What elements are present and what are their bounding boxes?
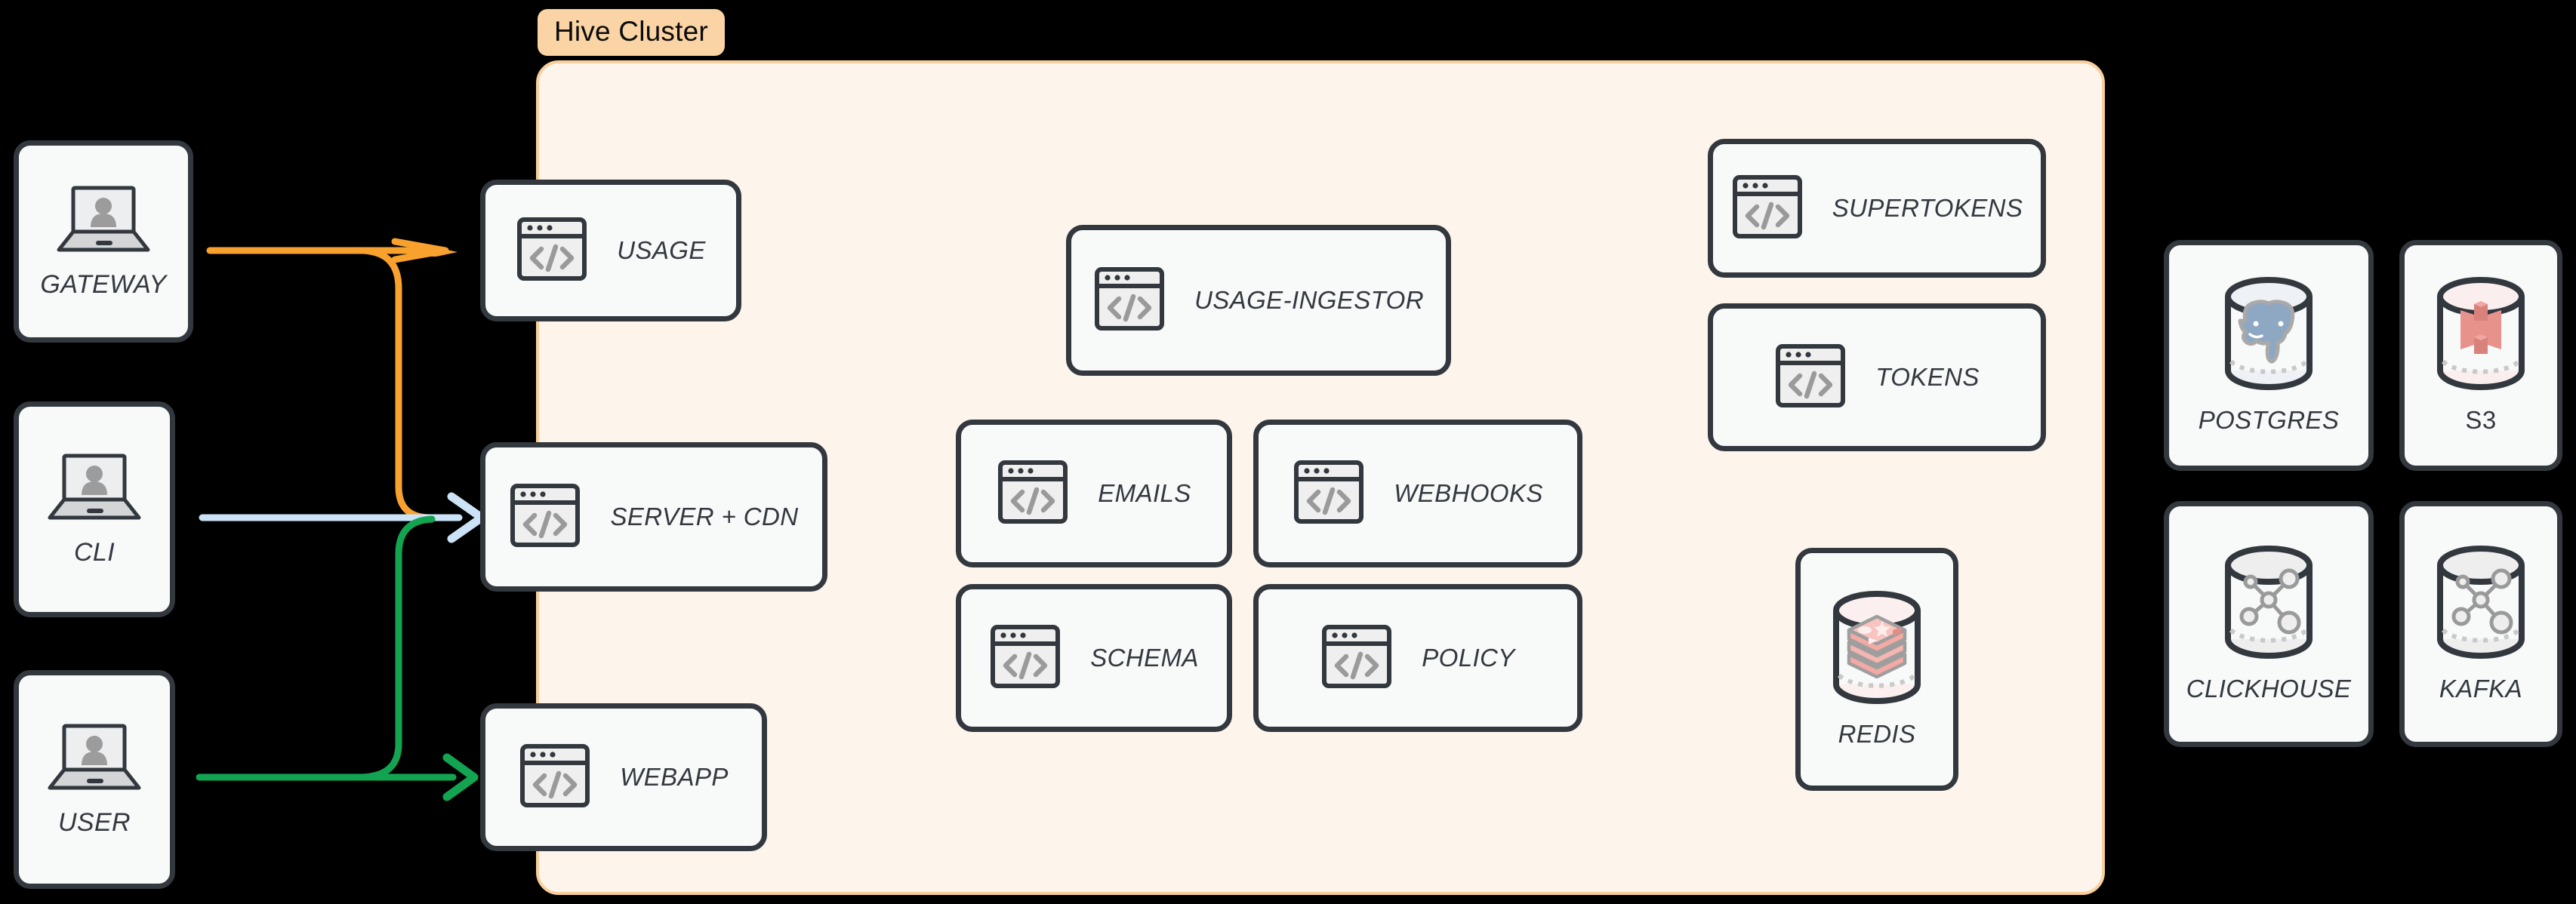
service-label: TOKENS <box>1875 363 1980 391</box>
redis-database-icon <box>1826 590 1927 708</box>
actor-card-gateway[interactable]: GATEWAY <box>14 140 193 343</box>
graph-database-icon <box>2430 545 2531 663</box>
actor-card-user[interactable]: USER <box>14 670 175 889</box>
datastore-label: CLICKHOUSE <box>2186 674 2352 703</box>
code-window-icon <box>1093 266 1166 336</box>
actor-label: USER <box>57 808 131 837</box>
laptop-user-icon <box>45 451 143 527</box>
code-window-icon <box>1293 459 1365 529</box>
code-window-icon <box>519 743 591 813</box>
datastore-card-redis[interactable]: REDIS <box>1795 548 1958 791</box>
service-card-policy[interactable]: POLICY <box>1253 584 1582 732</box>
edge-gateway-to-server-cdn <box>359 247 433 521</box>
service-card-schema[interactable]: SCHEMA <box>956 584 1232 732</box>
service-label: EMAILS <box>1098 479 1191 507</box>
datastore-card-s3[interactable]: S3 <box>2399 240 2562 471</box>
service-label: WEBAPP <box>620 763 729 791</box>
edge-gateway-to-usage <box>206 238 458 263</box>
edge-user-to-webapp <box>196 753 479 801</box>
service-card-usage-ingestor[interactable]: USAGE-INGESTOR <box>1066 225 1451 376</box>
service-label: SCHEMA <box>1090 644 1199 672</box>
actor-card-cli[interactable]: CLI <box>14 401 175 617</box>
code-window-icon <box>1731 174 1804 244</box>
code-window-icon <box>1774 343 1847 413</box>
hive-cluster-badge: Hive Cluster <box>538 9 725 56</box>
service-label: USAGE <box>617 236 706 264</box>
code-window-icon <box>516 216 588 286</box>
datastore-card-postgres[interactable]: POSTGRES <box>2164 240 2374 471</box>
service-card-webhooks[interactable]: WEBHOOKS <box>1253 420 1582 567</box>
service-label: POLICY <box>1422 644 1515 672</box>
service-card-supertokens[interactable]: SUPERTOKENS <box>1708 139 2046 278</box>
datastore-label: KAFKA <box>2439 674 2523 703</box>
service-card-usage[interactable]: USAGE <box>480 180 741 321</box>
graph-database-icon <box>2218 545 2319 663</box>
code-window-icon <box>509 482 581 552</box>
datastore-label: POSTGRES <box>2198 405 2340 434</box>
datastore-card-kafka[interactable]: KAFKA <box>2399 501 2562 747</box>
service-label: SERVER + CDN <box>610 503 799 530</box>
service-card-webapp[interactable]: WEBAPP <box>480 703 767 851</box>
laptop-user-icon <box>45 721 143 798</box>
datastore-card-clickhouse[interactable]: CLICKHOUSE <box>2164 501 2374 747</box>
s3-database-icon <box>2430 276 2531 394</box>
postgres-database-icon <box>2218 276 2319 394</box>
edge-cli-to-server-cdn <box>199 492 486 543</box>
code-window-icon <box>997 459 1069 529</box>
code-window-icon <box>1320 623 1393 693</box>
actor-label: GATEWAY <box>40 270 167 299</box>
service-card-server-cdn[interactable]: SERVER + CDN <box>480 442 827 592</box>
datastore-label: S3 <box>2465 405 2497 434</box>
service-card-tokens[interactable]: TOKENS <box>1708 303 2046 451</box>
service-label: SUPERTOKENS <box>1832 194 2023 222</box>
code-window-icon <box>989 623 1062 693</box>
edge-user-to-server-cdn <box>359 515 436 781</box>
actor-label: CLI <box>73 538 116 567</box>
datastore-label: REDIS <box>1838 719 1916 748</box>
laptop-user-icon <box>54 183 153 260</box>
service-label: WEBHOOKS <box>1394 479 1543 507</box>
service-card-emails[interactable]: EMAILS <box>956 420 1232 567</box>
service-label: USAGE-INGESTOR <box>1194 286 1424 314</box>
